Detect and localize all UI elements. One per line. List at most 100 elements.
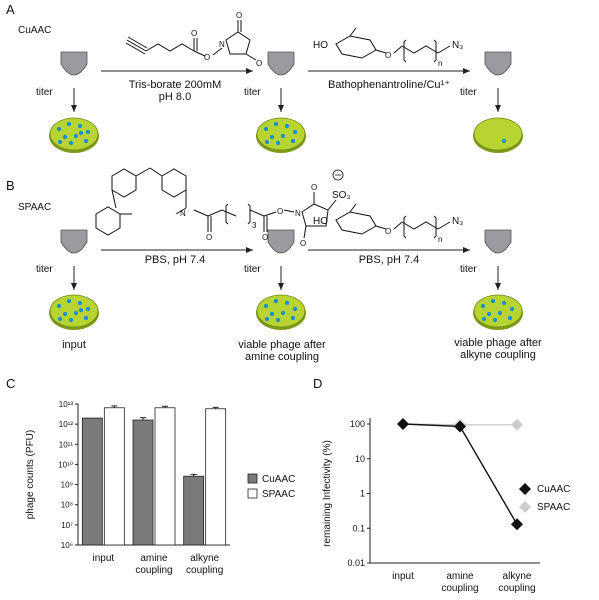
nhs-o-top: O (236, 11, 242, 20)
step2-reagent-a: Bathophenantroline/Cu¹⁺ (328, 79, 450, 91)
y-tick-label: 10⁸ (61, 501, 73, 510)
colony-dot (77, 300, 83, 306)
bar-spaac (103, 407, 125, 546)
y-tick-label: 100 (350, 419, 365, 429)
y-tick-label: 0.1 (352, 523, 365, 533)
legend-label: CuAAC (262, 474, 295, 485)
bar-cuaac (183, 475, 205, 546)
colony-dot (85, 129, 91, 135)
bar-cuaac (132, 419, 154, 546)
ester-link-o-b: O (277, 207, 283, 216)
y-tick-label: 1 (360, 489, 365, 499)
colony-dot (77, 123, 83, 129)
colony-dot (284, 123, 290, 129)
colony-dot (263, 303, 269, 309)
sugar-ho-a: HO (313, 40, 328, 51)
colony-dot (480, 303, 486, 309)
y-tick-label: 10⁷ (61, 521, 73, 530)
colony-dot (68, 140, 74, 146)
legend-marker (519, 501, 531, 513)
data-point-spaac (511, 418, 523, 431)
y-tick-label: 0.01 (347, 558, 365, 568)
titer-label: titer (36, 87, 53, 98)
sugar-o-a: O (385, 51, 391, 60)
ester-o-b: O (262, 233, 268, 242)
bar-spaac (154, 407, 176, 546)
y-tick-label: 10⁹ (61, 481, 73, 490)
tube-icon (267, 51, 295, 76)
agar-plate-icon (256, 117, 306, 153)
colony-dot (486, 311, 492, 317)
agar-plate-icon (473, 294, 523, 330)
colony-dot (290, 138, 296, 144)
colony-dot (492, 317, 498, 323)
colony-dot (56, 303, 62, 309)
colony-dot (501, 138, 507, 144)
nhs-n: N (219, 40, 225, 49)
agar-plate-icon (473, 117, 523, 153)
titer-label: titer (244, 87, 261, 98)
tube-icon (60, 229, 88, 254)
nhs-n-b: N (295, 209, 301, 218)
legend-swatch (247, 473, 258, 484)
y-tick-label: 10 (355, 454, 365, 464)
agar-plate-icon (49, 117, 99, 153)
x-tick-label: input (392, 571, 414, 582)
x-tick-label: amine (446, 571, 474, 582)
y-tick-label: 10¹³ (59, 400, 74, 409)
caption-amine-line2: amine coupling (245, 351, 319, 363)
x-tick-label: coupling (498, 583, 535, 594)
sugar-azide-structure-b (335, 203, 451, 239)
colony-dot (290, 315, 296, 321)
colony-dot (280, 133, 286, 139)
nhs-o-top-b: O (311, 183, 317, 192)
colony-dot (275, 317, 281, 323)
colony-dot (85, 306, 91, 312)
nhs-o-bottom-b: O (300, 239, 306, 248)
plate-agar (256, 294, 306, 328)
sugar-n-b: n (438, 235, 442, 244)
colony-dot (66, 298, 72, 304)
legend-label: SPAAC (262, 489, 295, 500)
x-tick-label: alkyne (190, 553, 219, 564)
panel-d-letter: D (313, 376, 322, 391)
colony-dot (264, 139, 270, 145)
nhs-o-bottom: O (256, 59, 262, 68)
legend-marker (519, 483, 531, 495)
alkyne-nhs-structure (125, 20, 257, 61)
tube-icon (60, 51, 88, 76)
step2-reagent-b: PBS, pH 7.4 (359, 254, 420, 266)
data-point-cuaac (511, 518, 523, 531)
caption-alkyne-line1: viable phage after (454, 337, 542, 349)
colony-dot (501, 300, 507, 306)
legend-swatch (247, 488, 258, 499)
colony-dot (273, 121, 279, 127)
colony-dot (78, 307, 84, 313)
colony-dot (280, 310, 286, 316)
colony-dot (264, 316, 270, 322)
bar-cuaac (81, 417, 103, 546)
colony-dot (275, 140, 281, 146)
colony-dot (269, 311, 275, 317)
panel-a-letter: A (6, 2, 15, 17)
y-tick-label: 10⁶ (61, 541, 73, 550)
ester-o: O (204, 53, 210, 62)
titer-label: titer (244, 264, 261, 275)
sugar-n3-a: N₃ (452, 40, 463, 51)
colony-dot (497, 310, 503, 316)
tube-icon (484, 51, 512, 76)
y-tick-label: 10¹² (59, 420, 74, 429)
titer-label: titer (36, 264, 53, 275)
colony-dot (481, 316, 487, 322)
x-tick-label: coupling (186, 565, 223, 576)
plate-agar (473, 294, 523, 328)
sugar-azide-structure-a (335, 27, 451, 63)
colony-dot (490, 298, 496, 304)
y-tick-label: 10¹⁰ (58, 460, 73, 469)
colony-dot (73, 133, 79, 139)
colony-dot (57, 139, 63, 145)
step1-ph-a: pH 8.0 (159, 91, 191, 103)
colony-dot (263, 126, 269, 132)
